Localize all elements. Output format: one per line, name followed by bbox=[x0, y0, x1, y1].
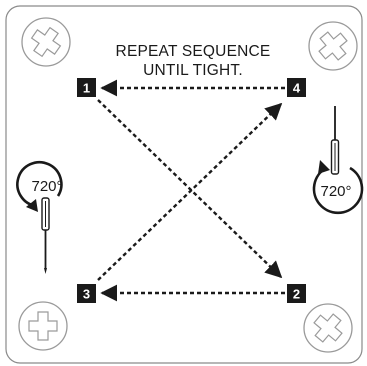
screwdriver-icon-right bbox=[330, 106, 340, 175]
sequence-badge-2: 2 bbox=[287, 284, 306, 303]
rotation-label-right: 720° bbox=[320, 183, 351, 200]
phillips-screw-icon-bottom-right bbox=[303, 303, 353, 353]
phillips-screw-icon-top-right bbox=[308, 21, 358, 71]
rotation-label-left: 720° bbox=[31, 178, 62, 195]
instruction-line-2: UNTIL TIGHT. bbox=[143, 62, 243, 79]
svg-text:2: 2 bbox=[293, 287, 300, 302]
svg-text:4: 4 bbox=[293, 81, 301, 96]
sequence-badge-3: 3 bbox=[77, 284, 96, 303]
rotation-arrow-icon-left bbox=[16, 160, 63, 212]
phillips-screw-icon-top-left bbox=[21, 17, 71, 67]
sequence-arrows bbox=[97, 79, 285, 302]
svg-text:1: 1 bbox=[83, 81, 90, 96]
sequence-badge-1: 1 bbox=[77, 78, 96, 97]
svg-text:3: 3 bbox=[83, 287, 90, 302]
sequence-badge-4: 4 bbox=[287, 78, 306, 97]
rotation-arrow-icon-right bbox=[312, 160, 364, 214]
instruction-line-1: REPEAT SEQUENCE bbox=[116, 43, 271, 60]
arrow-3-to-4 bbox=[97, 102, 283, 281]
phillips-screw-icon-bottom-left bbox=[18, 301, 68, 351]
arrow-1-to-2 bbox=[97, 99, 283, 279]
screwdriver-icon-left bbox=[41, 197, 50, 274]
